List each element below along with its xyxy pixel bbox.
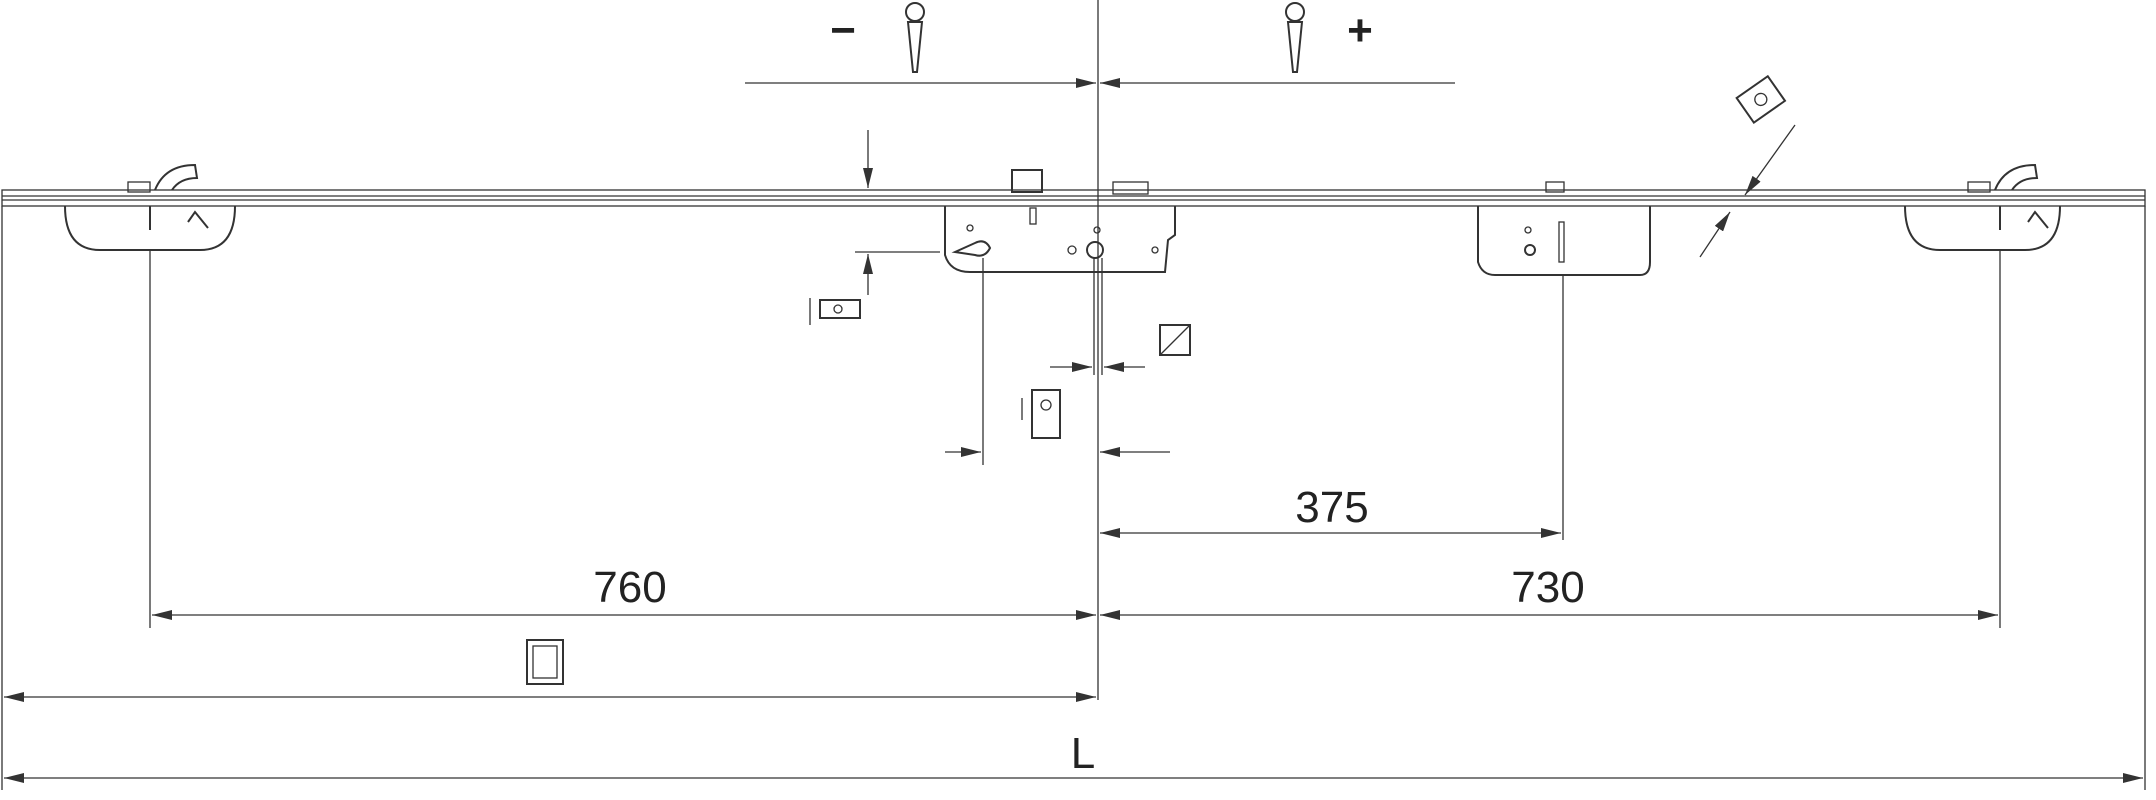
- main-lock-case: [944, 169, 1176, 273]
- dimension-lines: [4, 78, 2143, 783]
- faceplate-rail: [1, 189, 2146, 207]
- dimension-375: 375: [1295, 483, 1368, 532]
- dimension-760: 760: [593, 563, 666, 612]
- adjust-plus-label: +: [1347, 6, 1373, 55]
- faceplate-offset-icon: [809, 298, 861, 325]
- cylinder-profile-icon: [1021, 389, 1061, 439]
- dimension-730: 730: [1511, 563, 1584, 612]
- right-hook-lock: [1904, 163, 2061, 251]
- screw-icon-plus: [1285, 2, 1305, 73]
- adjust-minus-label: −: [830, 6, 856, 55]
- dimension-total-l: L: [1071, 729, 1095, 778]
- screw-icon-minus: [905, 2, 925, 73]
- sash-height-icon: [526, 639, 564, 685]
- faceplate-width-icon: [1735, 74, 1787, 125]
- left-hook-lock: [64, 163, 236, 251]
- middle-lock-case: [1477, 181, 1651, 276]
- square-spindle-icon: [1159, 324, 1191, 356]
